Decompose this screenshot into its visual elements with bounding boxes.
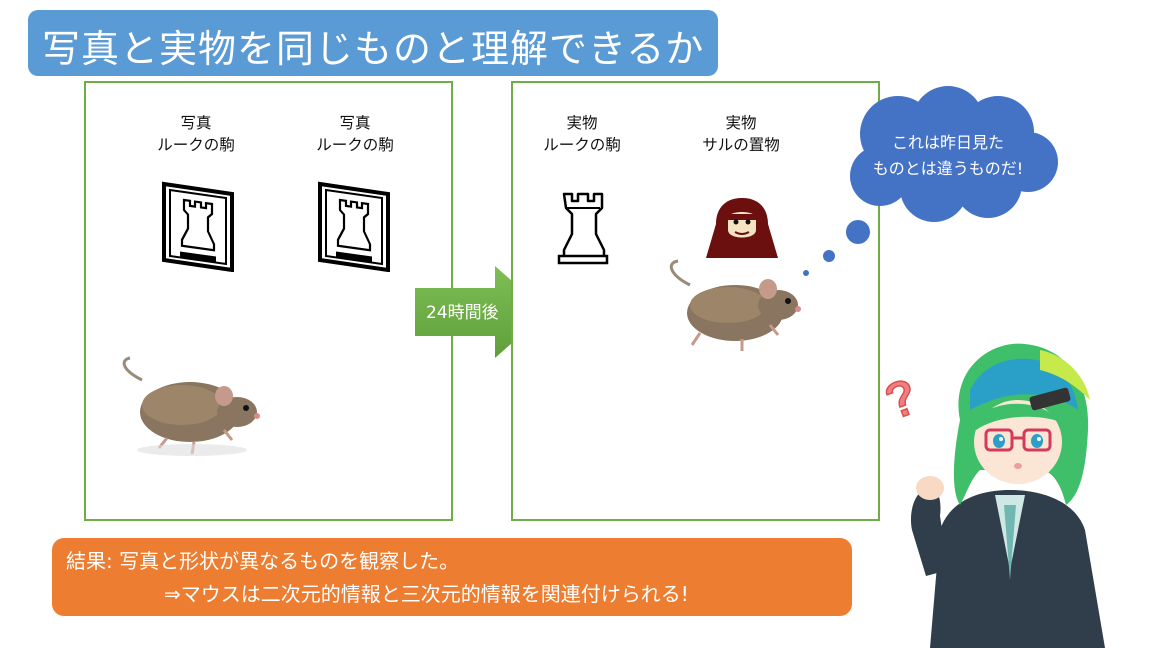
photo-rook-label-2: 写真 ルークの駒 <box>295 112 415 156</box>
question-mark-icon <box>885 380 911 418</box>
real-monkey-label: 実物 サルの置物 <box>681 112 801 156</box>
real-rook-label: 実物 ルークの駒 <box>522 112 642 156</box>
label-line: サルの置物 <box>702 136 780 154</box>
label-line: 写真 <box>180 114 212 132</box>
result-line-2: ⇒マウスは二次元的情報と三次元的情報を関連付けられる! <box>164 582 689 606</box>
label-line: ルークの駒 <box>157 136 235 154</box>
result-box: 結果: 写真と形状が異なるものを観察した。 ⇒マウスは二次元的情報と三次元的情報… <box>52 538 852 616</box>
photo-rook-label-1: 写真 ルークの駒 <box>136 112 256 156</box>
thought-cloud <box>850 86 1058 222</box>
label-line: 実物 <box>725 114 757 132</box>
label-line: 実物 <box>566 114 598 132</box>
rook-photo-icon <box>162 181 234 272</box>
anime-girl-illustration <box>910 343 1105 648</box>
thought-line: ものとは違うものだ! <box>872 159 1024 178</box>
result-line-1: 結果: 写真と形状が異なるものを観察した。 <box>66 549 460 573</box>
rook-icon <box>557 192 609 265</box>
label-line: ルークの駒 <box>543 136 621 154</box>
thought-bubble-medium <box>823 250 835 262</box>
mouse-image <box>669 259 801 351</box>
title-banner: 写真と実物を同じものと理解できるか <box>28 10 718 76</box>
page-title: 写真と実物を同じものと理解できるか <box>42 27 705 71</box>
gorilla-icon <box>706 198 778 258</box>
thought-bubble-large <box>846 220 870 244</box>
thought-bubble-small <box>803 270 809 276</box>
rook-photo-icon <box>318 181 390 272</box>
thought-text: これは昨日見た ものとは違うものだ! <box>846 130 1050 182</box>
label-line: 写真 <box>339 114 371 132</box>
thought-line: これは昨日見た <box>891 133 1004 152</box>
mouse-image <box>122 356 260 456</box>
label-line: ルークの駒 <box>316 136 394 154</box>
arrow-label: 24時間後 <box>426 303 499 323</box>
